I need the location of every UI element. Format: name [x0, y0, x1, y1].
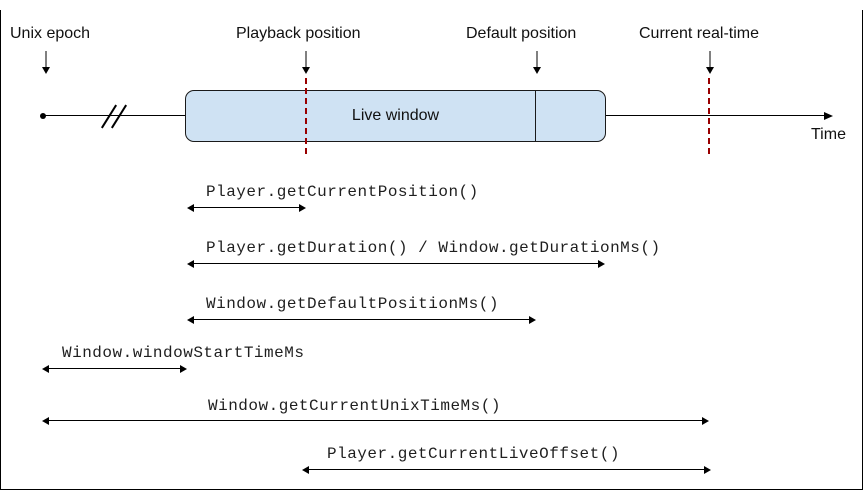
measurement-label: Window.getDefaultPositionMs(): [206, 295, 499, 313]
timeline-start-dot: [40, 113, 46, 119]
measurement-span-arrow: [42, 364, 187, 373]
measurement-span-arrow: [42, 416, 709, 425]
measurement-label: Player.getCurrentPosition(): [206, 183, 479, 201]
measurement-label: Window.getCurrentUnixTimeMs(): [208, 397, 501, 415]
marker-label-unix-epoch: Unix epoch: [10, 25, 91, 42]
default-position-divider: [535, 91, 536, 141]
default-position-down-arrow-icon: [532, 51, 542, 74]
measurement-label: Window.windowStartTimeMs: [62, 344, 305, 362]
measurement-span-arrow: [187, 203, 306, 212]
current-real-time-dashed-line: [708, 78, 710, 155]
arrow-line: [192, 262, 600, 264]
playback-position-down-arrow-icon: [301, 51, 311, 74]
live-window-box: Live window: [185, 90, 606, 142]
marker-label-current-real-time: Current real-time: [639, 25, 760, 42]
arrow-line: [192, 318, 531, 320]
marker-label-playback-position: Playback position: [236, 25, 361, 42]
arrow-line: [192, 206, 301, 208]
current-real-time-down-arrow-icon: [705, 51, 715, 74]
measurement-span-arrow: [187, 259, 605, 268]
time-axis-label: Time: [811, 126, 846, 143]
live-window-label: Live window: [351, 107, 440, 124]
timeline-line-right: [606, 115, 825, 116]
measurement-label: Player.getDuration() / Window.getDuratio…: [206, 239, 661, 257]
playback-position-dashed-line: [305, 78, 307, 155]
arrow-line: [47, 367, 182, 369]
measurement-span-arrow: [302, 465, 711, 474]
arrow-line: [307, 468, 706, 470]
time-axis-arrowhead-icon: [824, 111, 833, 120]
marker-label-default-position: Default position: [466, 25, 577, 42]
timeline-line-left: [43, 115, 185, 116]
arrow-line: [47, 419, 704, 421]
unix-epoch-down-arrow-icon: [41, 51, 51, 74]
measurement-span-arrow: [187, 315, 536, 324]
measurement-label: Player.getCurrentLiveOffset(): [327, 445, 620, 463]
